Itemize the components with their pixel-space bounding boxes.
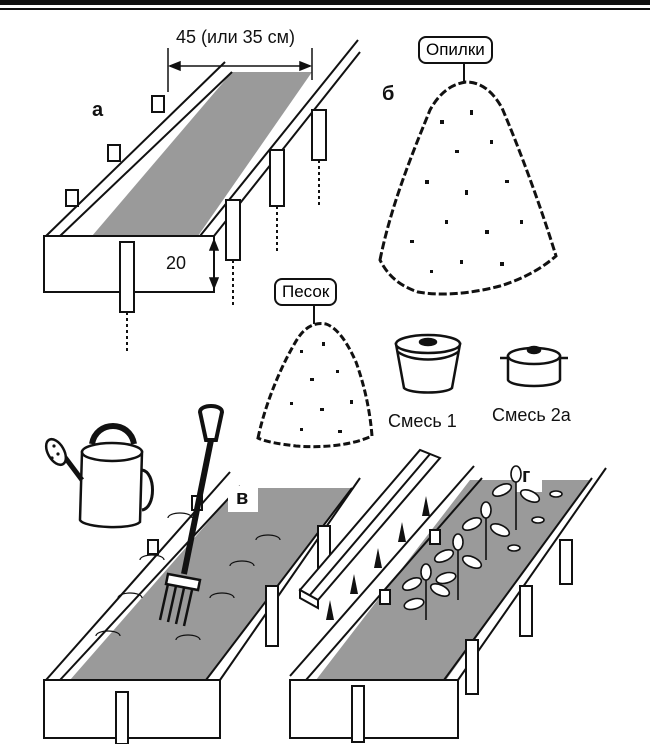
height-dimension-label: 20 <box>166 253 187 273</box>
seedlings <box>401 465 563 620</box>
panel-v-label-box <box>228 486 258 512</box>
height-dimension-arrow <box>208 237 220 291</box>
width-dimension-label: 45 (или 35 см) <box>176 27 296 47</box>
seedling-3 <box>461 501 511 560</box>
watering-can-icon <box>44 423 154 529</box>
pot-mix2a <box>500 345 568 388</box>
bucket-mix1 <box>394 333 462 394</box>
sawdust-tag: Опилки <box>418 36 493 65</box>
sand-tag: Песок <box>274 278 338 307</box>
panel-a-label: а <box>92 99 104 121</box>
mix1-label: Смесь 1 <box>388 411 457 431</box>
seedling-2 <box>433 533 483 600</box>
panel-b-label: б <box>382 83 395 105</box>
panel-g-label-box <box>516 470 542 492</box>
panel-v-label: в <box>236 487 249 509</box>
width-dimension-arrow <box>167 48 313 92</box>
mix2a-label: Смесь 2а <box>492 405 571 425</box>
seedling-4 <box>491 465 541 530</box>
pitchfork-icon <box>158 404 225 627</box>
seedling-board <box>298 448 442 620</box>
planting-markers <box>507 490 563 552</box>
top-border <box>0 0 650 10</box>
sand-pile <box>256 322 374 449</box>
seedling-1 <box>401 563 451 620</box>
sawdust-pile <box>378 80 558 296</box>
panel-g-label: г <box>522 465 531 487</box>
